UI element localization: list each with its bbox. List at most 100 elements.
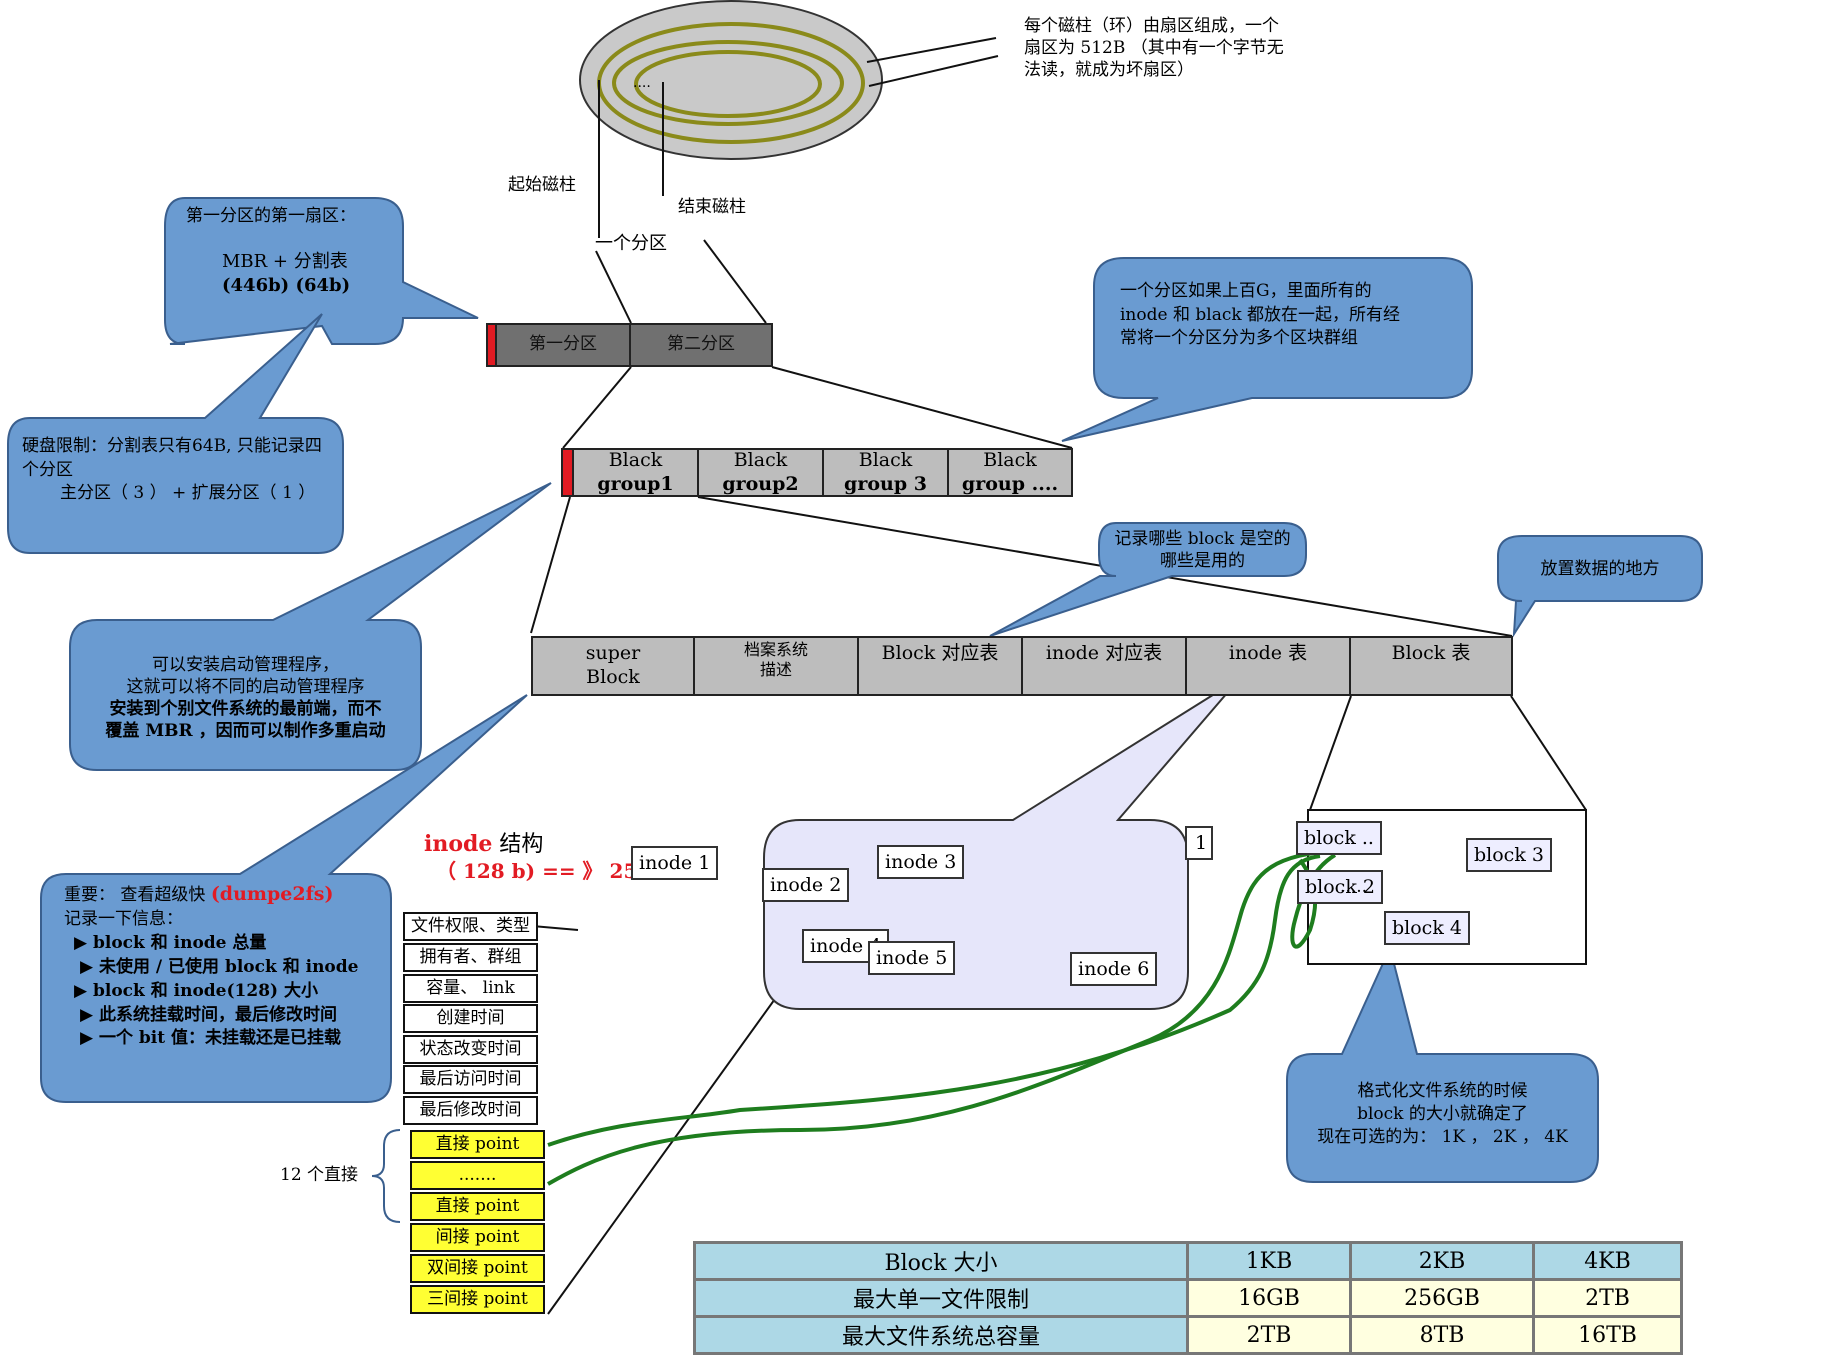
- limit-callout-line-3: 主分区（ 3 ） + 扩展分区（ 1 ）: [60, 483, 316, 503]
- block-2-dots: .....: [1340, 877, 1368, 897]
- disk-graphic: [579, 0, 999, 238]
- one-partition-label: 一个分区: [595, 233, 667, 254]
- inode-box-1: inode 1: [631, 846, 719, 880]
- inode-field-size-link: 容量、 link: [403, 974, 538, 1003]
- inode-field-change-time: 状态改变时间: [403, 1035, 538, 1064]
- table-cell: 2KB: [1349, 1241, 1535, 1281]
- inode-box-partial: 1: [1185, 826, 1214, 860]
- pointer-indirect: 间接 point: [410, 1223, 545, 1252]
- group-callout-line-1: 一个分区如果上百G，里面所有的: [1120, 281, 1372, 301]
- pointer-triple-indirect: 三间接 point: [410, 1285, 545, 1314]
- struct-fs-description: 档案系统描述: [693, 636, 859, 696]
- inode-field-mtime: 最后修改时间: [403, 1096, 538, 1125]
- inode-box-3: inode 3: [877, 845, 965, 879]
- block-group-2-line-2: group2: [722, 472, 799, 495]
- struct-inode-bitmap: inode 对应表: [1021, 636, 1187, 696]
- table-cell: 16TB: [1532, 1315, 1683, 1355]
- superblock-callout-line-2: ▶ block 和 inode 总量: [74, 933, 267, 953]
- block-group-1-line-2: group1: [597, 472, 674, 495]
- table-cell: Block 大小: [693, 1241, 1189, 1281]
- limit-callout-line-1: 硬盘限制：分割表只有64B, 只能记录四: [22, 436, 322, 456]
- superblock-callout-line-4: ▶ block 和 inode(128) 大小: [74, 981, 318, 1001]
- table-cell: 2TB: [1186, 1315, 1352, 1355]
- partition-first: 第一分区: [495, 323, 631, 367]
- block-box-2: block 2: [1297, 870, 1383, 904]
- block-group-more-line-2: group ....: [961, 472, 1059, 495]
- boot-callout-line-2: 这就可以将不同的启动管理程序: [126, 677, 365, 697]
- end-cylinder-label: 结束磁柱: [678, 197, 746, 217]
- struct-fs-description-line-1: 档案系统: [743, 640, 808, 659]
- superblock-callout-line-3: ▶ 未使用 / 已使用 block 和 inode: [80, 957, 359, 977]
- dumpe2fs-command: (dumpe2fs): [210, 883, 334, 905]
- format-callout-line-1: 格式化文件系统的时候: [1357, 1081, 1528, 1101]
- format-callout-line-3: 现在可选的为： 1K ， 2K ， 4K: [1317, 1127, 1568, 1147]
- struct-block-bitmap-label: Block 对应表: [881, 642, 999, 664]
- table-row: 最大文件系统总容量 2TB 8TB 16TB: [693, 1315, 1683, 1355]
- block-box-4: block 4: [1384, 911, 1470, 945]
- pointer-direct-last: 直接 point: [410, 1192, 545, 1221]
- disk-note-line-2: 扇区为 512B （其中有一个字节无: [1024, 38, 1284, 58]
- block-box-more: block ..: [1296, 821, 1382, 855]
- twelve-direct-label: 12 个直接: [280, 1165, 359, 1185]
- format-callout-line-2: block 的大小就确定了: [1357, 1104, 1528, 1124]
- inode-field-ctime: 创建时间: [403, 1004, 538, 1033]
- block-group-more-line-1: Black: [983, 448, 1037, 471]
- table-cell: 最大单一文件限制: [693, 1278, 1189, 1318]
- pointer-double-indirect: 双间接 point: [410, 1254, 545, 1283]
- table-cell: 1KB: [1186, 1241, 1352, 1281]
- inode-size-note: （ 128 b) == 》 258B: [436, 859, 669, 883]
- struct-block-table-label: Block 表: [1391, 642, 1471, 664]
- table-cell: 最大文件系统总容量: [693, 1315, 1189, 1355]
- mbr-callout-line-1: MBR + 分割表: [222, 251, 348, 272]
- partition-second: 第二分区: [629, 323, 773, 367]
- table-cell: 2TB: [1532, 1278, 1683, 1318]
- struct-block-bitmap: Block 对应表: [857, 636, 1023, 696]
- inode-box-2: inode 2: [762, 868, 850, 902]
- boot-callout-line-4: 覆盖 MBR ，因而可以制作多重启动: [105, 721, 386, 741]
- struct-fs-description-line-2: 描述: [759, 660, 792, 679]
- block-group-1-line-1: Black: [608, 448, 663, 471]
- superblock-callout-line-5: ▶ 此系统挂载时间，最后修改时间: [80, 1005, 337, 1025]
- partition-second-label: 第二分区: [667, 334, 735, 355]
- inode-field-owner: 拥有者、群组: [403, 943, 538, 972]
- struct-super-block-line-1: super: [585, 642, 641, 665]
- disk-note-line-1: 每个磁柱（环）由扇区组成，一个: [1024, 16, 1279, 36]
- superblock-callout-title: 重要： 查看超级快 (dumpe2fs): [64, 882, 333, 907]
- limit-callout-line-2: 个分区: [22, 460, 73, 480]
- inode-structure-title: inode 结构: [424, 830, 543, 860]
- block-group-2-line-1: Black: [733, 448, 788, 471]
- table-cell: 4KB: [1532, 1241, 1683, 1281]
- table-row: 最大单一文件限制 16GB 256GB 2TB: [693, 1278, 1683, 1318]
- table-row: Block 大小 1KB 2KB 4KB: [693, 1241, 1683, 1281]
- inode-field-permissions: 文件权限、类型: [403, 912, 538, 941]
- struct-block-table: Block 表: [1349, 636, 1513, 696]
- block-box-3: block 3: [1466, 838, 1552, 872]
- disk-center-dots: ....: [633, 75, 651, 91]
- inode-box-6: inode 6: [1070, 952, 1158, 986]
- pointer-direct-first: 直接 point: [410, 1130, 545, 1159]
- struct-inode-bitmap-label: inode 对应表: [1045, 642, 1163, 664]
- group-callout-line-2: inode 和 black 都放在一起，所有经: [1120, 305, 1401, 325]
- disk-note-line-3: 法读，就成为坏扇区）: [1024, 60, 1194, 80]
- superblock-callout-line-6: ▶ 一个 bit 值：未挂载还是已挂载: [80, 1028, 342, 1048]
- partition-first-label: 第一分区: [529, 334, 597, 355]
- bitmap-callout-line-2: 哪些是用的: [1160, 551, 1245, 571]
- table-cell: 8TB: [1349, 1315, 1535, 1355]
- block-size-table: Block 大小 1KB 2KB 4KB 最大单一文件限制 16GB 256GB…: [693, 1241, 1683, 1355]
- mbr-callout-title: 第一分区的第一扇区：: [186, 206, 356, 226]
- boot-callout-line-1: 可以安装启动管理程序，: [152, 655, 339, 675]
- pointer-direct-ellipsis: .......: [410, 1161, 545, 1190]
- struct-super-block-line-2: Block: [586, 666, 640, 688]
- group-callout-line-3: 常将一个分区分为多个区块群组: [1120, 328, 1358, 348]
- block-group-3-line-1: Black: [858, 448, 913, 471]
- inode-title-word: inode: [424, 831, 493, 857]
- mbr-callout-line-2: (446b) (64b): [222, 275, 351, 296]
- callout-shapes: [7, 197, 1703, 1183]
- bitmap-callout-line-1: 记录哪些 block 是空的: [1114, 529, 1291, 549]
